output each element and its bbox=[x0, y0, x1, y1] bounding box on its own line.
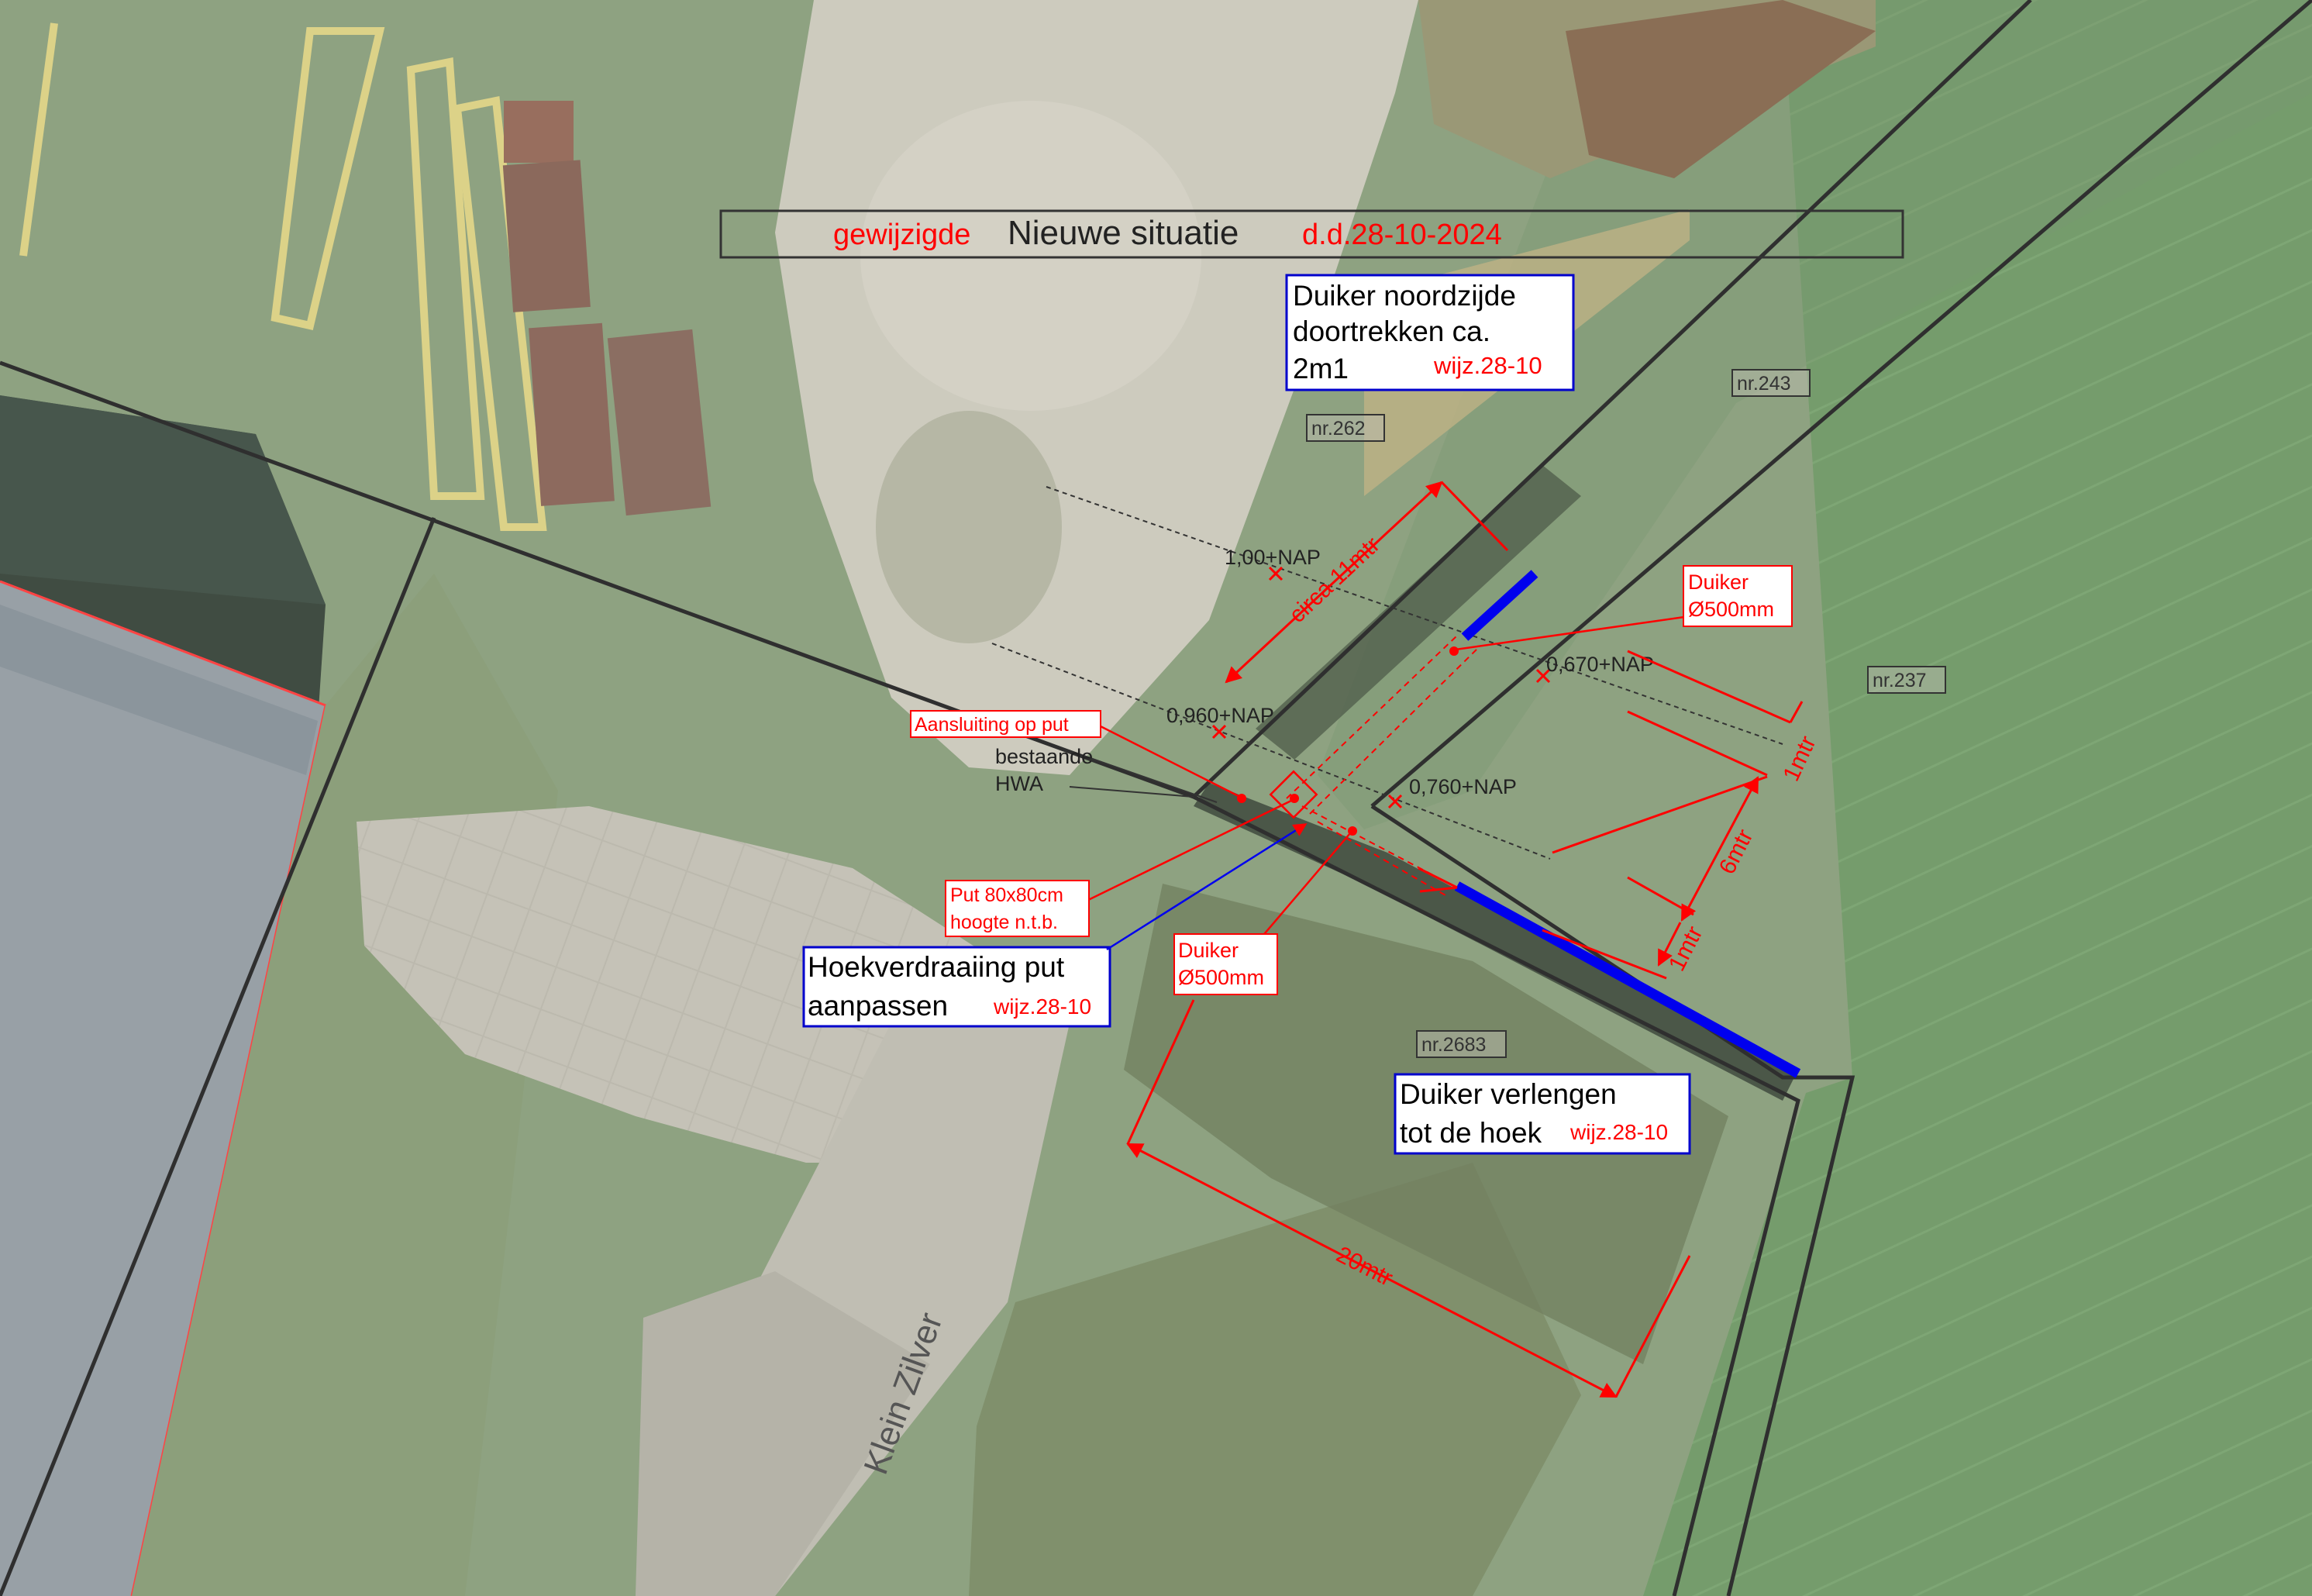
callout-aansluiting-text: Aansluiting op put bbox=[915, 714, 1069, 736]
note-extend-line2: tot de hoek bbox=[1400, 1117, 1542, 1149]
label-existing-hwa: bestaande HWA bbox=[995, 745, 1093, 795]
building-roof bbox=[0, 581, 326, 1596]
title-main: Nieuwe situatie bbox=[1008, 214, 1239, 252]
duiker-s-line2: Ø500mm bbox=[1178, 966, 1264, 989]
note-north-culvert: Duiker noordzijde doortrekken ca. 2m1 wi… bbox=[1285, 274, 1575, 391]
culverts bbox=[1454, 570, 1801, 1078]
title-prefix: gewijzigde bbox=[833, 219, 970, 251]
parcel-262: nr.262 bbox=[1311, 418, 1366, 440]
dimension-lines bbox=[1126, 481, 1804, 1398]
note-extend-line1: Duiker verlengen bbox=[1400, 1078, 1617, 1110]
parcel-237: nr.237 bbox=[1873, 670, 1927, 691]
note-north-line1: Duiker noordzijde bbox=[1293, 280, 1516, 312]
yellow-frames bbox=[19, 22, 547, 531]
level-0-670: 0,670+NAP bbox=[1546, 653, 1654, 676]
put-line1: Put 80x80cm bbox=[950, 884, 1063, 906]
hwa-line1: bestaande bbox=[995, 745, 1093, 768]
field-area bbox=[1643, 0, 2312, 1596]
level-1-00: 1,00+NAP bbox=[1225, 546, 1321, 569]
note-extend-culvert: Duiker verlengen tot de hoek wijz.28-10 bbox=[1394, 1073, 1691, 1155]
put-line2: hoogte n.t.b. bbox=[950, 912, 1058, 933]
level-markers bbox=[1211, 566, 1551, 809]
ditch bbox=[1194, 783, 1798, 1101]
note-corner-rotation: Hoekverdraaiing put aanpassen wijz.28-10 bbox=[802, 946, 1111, 1028]
note-north-line3: 2m1 bbox=[1293, 353, 1349, 384]
duiker-s-line1: Duiker bbox=[1178, 939, 1239, 962]
duiker-ne-line2: Ø500mm bbox=[1688, 598, 1774, 621]
parcel-2683: nr.2683 bbox=[1421, 1034, 1486, 1056]
culvert-south-extension bbox=[1454, 881, 1801, 1078]
title-date: d.d.28-10-2024 bbox=[1302, 219, 1502, 251]
parcel-243: nr.243 bbox=[1737, 373, 1791, 395]
note-north-line2: doortrekken ca. bbox=[1293, 315, 1490, 347]
note-corner-line2: aanpassen bbox=[808, 990, 948, 1022]
title-banner: gewijzigde Nieuwe situatie d.d.28-10-202… bbox=[719, 209, 1904, 259]
note-corner-line1: Hoekverdraaiing put bbox=[808, 951, 1065, 983]
note-corner-tag: wijz.28-10 bbox=[993, 994, 1091, 1019]
culvert-north-extension bbox=[1461, 570, 1538, 641]
level-0-960: 0,960+NAP bbox=[1166, 704, 1274, 727]
note-north-tag: wijz.28-10 bbox=[1433, 352, 1542, 379]
note-extend-tag: wijz.28-10 bbox=[1569, 1120, 1668, 1144]
hwa-line2: HWA bbox=[995, 772, 1043, 795]
level-lines bbox=[991, 486, 1783, 860]
callout-aansluiting: Aansluiting op put bbox=[910, 710, 1101, 738]
parcel-labels: nr.262 nr.243 nr.237 nr.2683 bbox=[1306, 369, 1946, 1058]
level-0-760: 0,760+NAP bbox=[1409, 775, 1517, 798]
callout-duiker-s: Duiker Ø500mm bbox=[1173, 933, 1278, 995]
callout-put: Put 80x80cm hoogte n.t.b. bbox=[945, 880, 1090, 937]
duiker-ne-line1: Duiker bbox=[1688, 570, 1749, 594]
containers bbox=[502, 101, 712, 516]
hwa-leaders bbox=[1069, 755, 1218, 803]
callout-duiker-ne: Duiker Ø500mm bbox=[1683, 565, 1793, 627]
blue-leader bbox=[1106, 822, 1308, 951]
